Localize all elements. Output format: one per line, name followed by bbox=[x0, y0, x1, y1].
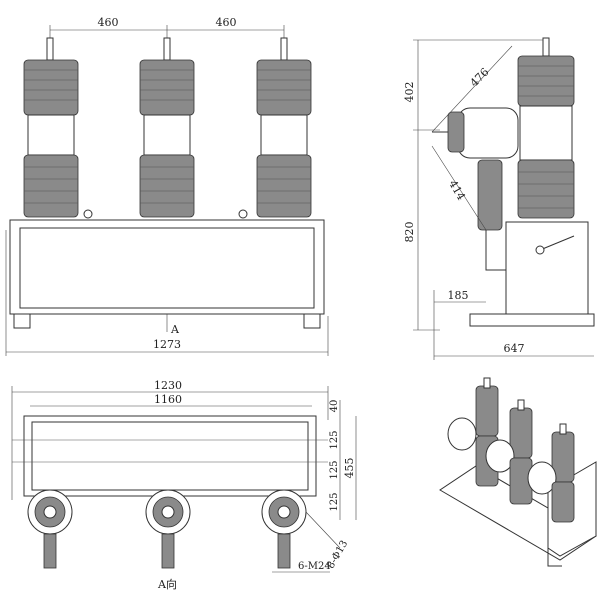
plan-bolt-note: 6-M24 bbox=[298, 561, 331, 572]
side-view: 402 820 476 414 185 647 bbox=[403, 37, 595, 360]
lifting-eye bbox=[238, 209, 248, 219]
side-shed-lines bbox=[518, 65, 574, 209]
pole-left bbox=[23, 37, 79, 218]
lower-insulator-sheds bbox=[23, 154, 79, 218]
side-upper-sheds bbox=[517, 55, 575, 107]
side-angled-insulator bbox=[447, 111, 465, 153]
side-arm-dimension-line bbox=[431, 45, 513, 133]
lower-insulator-sheds bbox=[139, 154, 195, 218]
plan-dim-455: 455 bbox=[343, 458, 356, 479]
plan-hole-leader bbox=[305, 511, 341, 549]
front-view: 460 460 bbox=[5, 16, 329, 356]
side-dim-185: 185 bbox=[448, 289, 469, 302]
interrupter-housing bbox=[143, 114, 191, 156]
side-bracket bbox=[485, 230, 506, 271]
front-dim-1273: 1273 bbox=[153, 338, 181, 351]
pole-right bbox=[256, 37, 312, 218]
upper-insulator-sheds bbox=[139, 59, 195, 116]
side-lower-sheds bbox=[517, 159, 575, 219]
side-mechanism-box bbox=[505, 221, 589, 315]
iso-pole-2 bbox=[485, 399, 533, 505]
upper-insulator-sheds bbox=[23, 59, 79, 116]
plan-view-title: A向 bbox=[157, 577, 177, 591]
plan-dim-1160: 1160 bbox=[154, 393, 182, 406]
side-dim-820: 820 bbox=[403, 222, 416, 243]
iso-bracket-leg bbox=[547, 548, 562, 567]
side-angled-housing bbox=[457, 107, 519, 159]
terminal-stud bbox=[46, 37, 54, 61]
side-dim-476: 476 bbox=[468, 66, 492, 90]
lower-insulator-sheds bbox=[256, 154, 312, 218]
side-housing bbox=[519, 105, 573, 161]
lifting-eye bbox=[83, 209, 93, 219]
plan-frame bbox=[23, 415, 317, 497]
pole-middle bbox=[139, 37, 195, 218]
upper-insulator-sheds bbox=[256, 59, 312, 116]
interrupter-housing bbox=[260, 114, 308, 156]
side-dim-414: 414 bbox=[446, 178, 468, 203]
side-dim-647: 647 bbox=[504, 342, 525, 355]
plan-dim-40: 40 bbox=[329, 400, 340, 413]
side-base-plate bbox=[469, 313, 595, 327]
front-dim-460-left: 460 bbox=[98, 16, 119, 29]
interrupter-housing bbox=[27, 114, 75, 156]
plan-dim-1230: 1230 bbox=[154, 379, 182, 392]
mechanism-box-inner bbox=[19, 227, 315, 309]
side-lever-pivot bbox=[535, 245, 545, 255]
mechanism-box bbox=[9, 219, 325, 315]
plan-insulator-right bbox=[261, 489, 307, 569]
view-arrow-label: A bbox=[170, 323, 180, 336]
iso-pole-1 bbox=[447, 377, 499, 487]
side-arm2-dimension-line bbox=[431, 145, 487, 231]
mounting-foot-right bbox=[303, 313, 321, 329]
front-dim-460-right: 460 bbox=[216, 16, 237, 29]
terminal-stud bbox=[280, 37, 288, 61]
side-terminal-stud bbox=[542, 37, 550, 57]
shed-lines bbox=[24, 69, 311, 204]
plan-dim-125-a: 125 bbox=[329, 430, 340, 449]
side-support-insulator bbox=[477, 159, 503, 231]
side-operating-lever bbox=[539, 235, 575, 251]
plan-dim-125-b: 125 bbox=[329, 460, 340, 479]
iso-pole-3 bbox=[527, 423, 575, 523]
plan-dim-125-c: 125 bbox=[329, 492, 340, 511]
side-dim-402: 402 bbox=[403, 82, 416, 103]
plan-insulator-middle bbox=[145, 489, 191, 569]
mounting-foot-left bbox=[13, 313, 31, 329]
plan-view: 1230 1160 40 125 125 125 455 bbox=[11, 379, 357, 591]
plan-insulator-left bbox=[27, 489, 73, 569]
terminal-stud bbox=[163, 37, 171, 61]
isometric-view bbox=[439, 377, 597, 567]
